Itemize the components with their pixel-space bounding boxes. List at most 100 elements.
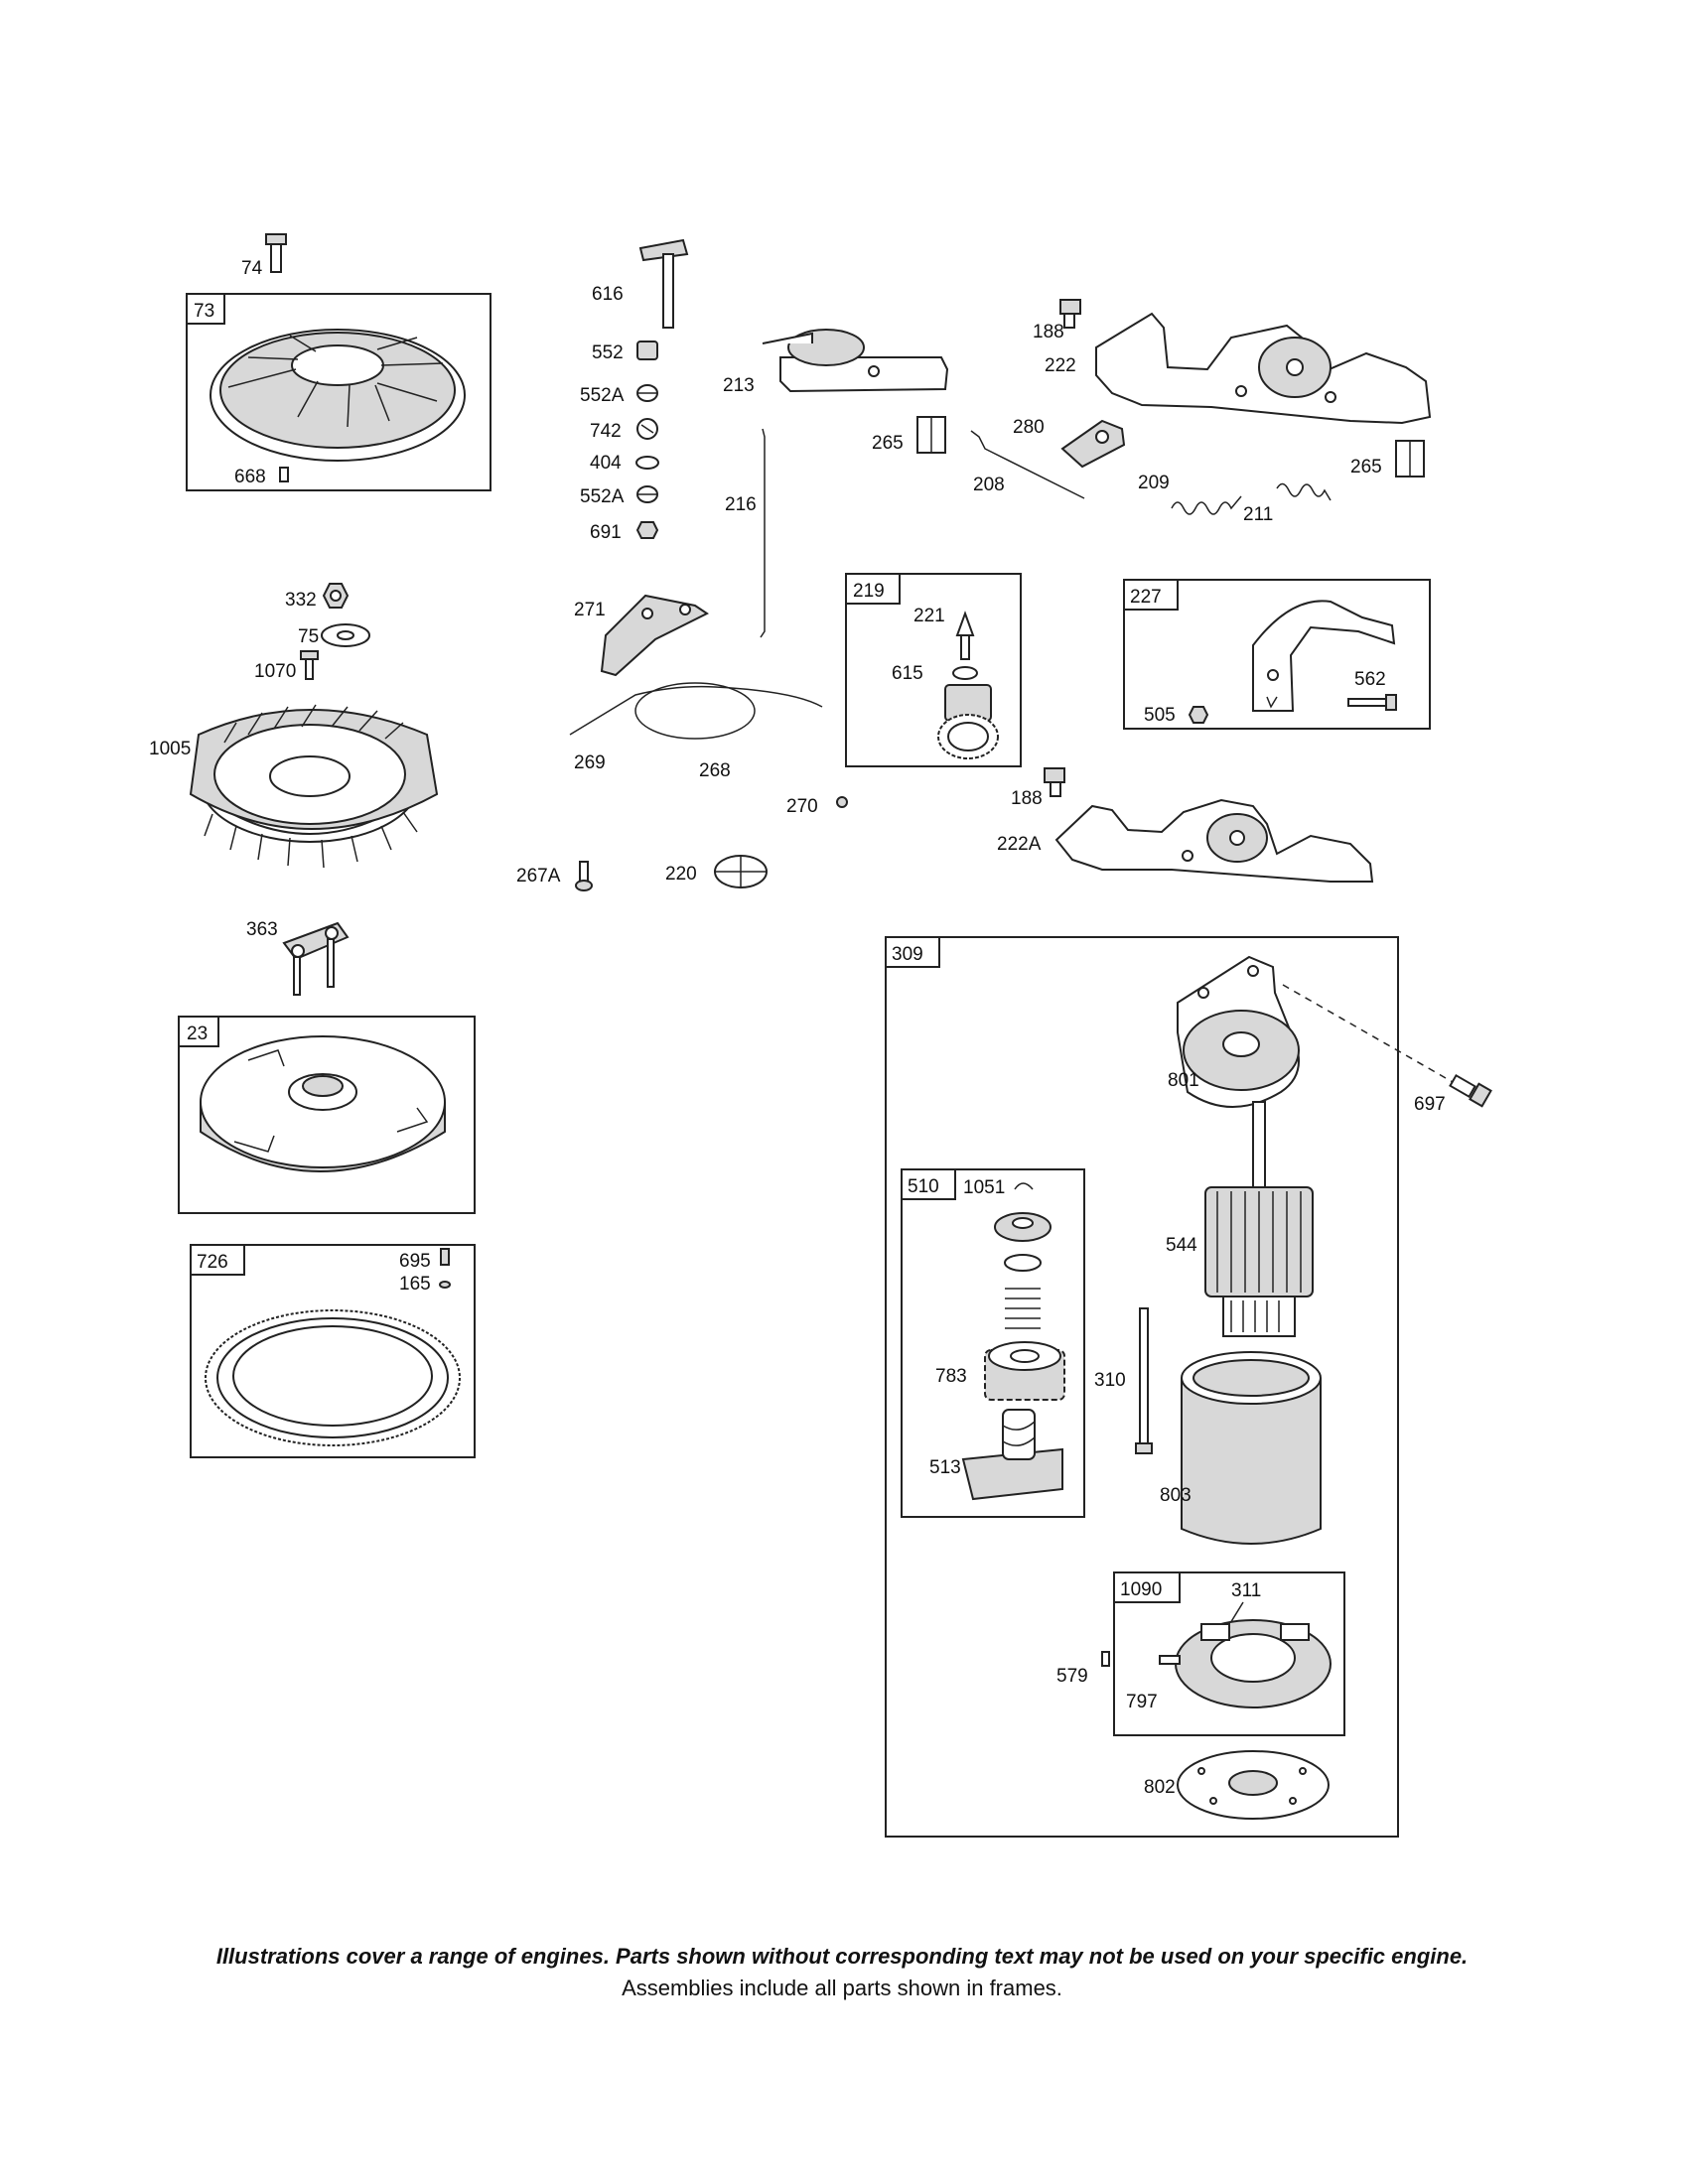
label-280: 280 (1013, 417, 1045, 438)
frame-309 (885, 936, 1399, 1838)
part-332-nut (322, 583, 350, 609)
part-552a-seal-2 (636, 485, 658, 503)
label-1051: 1051 (963, 1177, 1005, 1198)
frame-73 (186, 293, 491, 491)
label-695: 695 (399, 1251, 431, 1272)
part-208-rod (970, 430, 1085, 499)
part-742-clip (636, 418, 658, 440)
label-310: 310 (1094, 1370, 1126, 1391)
frame-726-tag (190, 1244, 245, 1276)
frame-1090 (1113, 1571, 1345, 1736)
part-505-nut (1188, 706, 1209, 724)
label-783: 783 (935, 1366, 967, 1387)
label-270: 270 (786, 796, 818, 817)
label-1070: 1070 (254, 661, 296, 682)
part-280-plate (1060, 419, 1126, 469)
label-269: 269 (574, 752, 606, 773)
part-219-choke-gear (937, 684, 999, 759)
part-73-blower-housing (210, 329, 466, 462)
label-552: 552 (592, 342, 624, 363)
frame-510-tag (901, 1168, 956, 1200)
label-221: 221 (913, 606, 945, 626)
label-188-a: 188 (1033, 322, 1064, 342)
label-227: 227 (1130, 587, 1162, 608)
label-505: 505 (1144, 705, 1176, 726)
part-579-clip (1101, 1651, 1110, 1667)
part-552-bushing (636, 341, 658, 360)
label-510: 510 (908, 1176, 939, 1197)
label-271: 271 (574, 600, 606, 620)
part-188-screw-a (1059, 299, 1081, 329)
label-268: 268 (699, 760, 731, 781)
part-265-clip-a (916, 416, 946, 454)
part-616-governor-shaft (638, 238, 689, 329)
label-74: 74 (241, 258, 263, 279)
part-691-nut (635, 521, 659, 539)
part-513-drive-housing (961, 1409, 1063, 1501)
label-742: 742 (590, 421, 622, 442)
part-404-washer (635, 456, 659, 470)
part-213-control-bracket (762, 329, 949, 393)
label-552a-2: 552A (580, 486, 625, 507)
part-1090-brush-holder (1159, 1619, 1332, 1708)
label-1005: 1005 (149, 739, 191, 759)
label-23: 23 (187, 1024, 208, 1044)
label-188-b: 188 (1011, 788, 1043, 809)
label-803: 803 (1160, 1485, 1192, 1506)
part-544-armature (1204, 1101, 1314, 1337)
label-363: 363 (246, 919, 278, 940)
label-165: 165 (399, 1274, 431, 1295)
label-579: 579 (1056, 1666, 1088, 1687)
frame-227-tag (1123, 579, 1179, 611)
label-209: 209 (1138, 473, 1170, 493)
label-309: 309 (892, 944, 923, 965)
part-1005-fan (189, 704, 439, 869)
label-220: 220 (665, 864, 697, 885)
label-668: 668 (234, 467, 266, 487)
frame-510 (901, 1168, 1085, 1518)
part-221-pin (955, 611, 975, 660)
part-267a-screw (575, 861, 593, 891)
part-803-housing (1181, 1351, 1322, 1545)
label-513: 513 (929, 1457, 961, 1478)
footer: Illustrations cover a range of engines. … (0, 1944, 1684, 2001)
label-552a-1: 552A (580, 385, 625, 406)
footer-assemblies-note: Assemblies include all parts shown in fr… (622, 1976, 1062, 2000)
part-783-pinion-gear (984, 1341, 1065, 1401)
label-208: 208 (973, 475, 1005, 495)
part-802-end-cap (1177, 1750, 1330, 1820)
part-1070-screw (300, 650, 319, 680)
label-726: 726 (197, 1252, 228, 1273)
part-222a-control-bracket (1054, 798, 1374, 883)
label-222: 222 (1045, 355, 1076, 376)
part-220-cap (714, 855, 768, 888)
part-1051-clip (1014, 1182, 1034, 1190)
part-74-bolt (265, 233, 287, 273)
label-213: 213 (723, 375, 755, 396)
leader-697 (1282, 984, 1461, 1087)
part-209-spring (1171, 495, 1242, 515)
label-219: 219 (853, 581, 885, 602)
footer-disclaimer: Illustrations cover a range of engines. … (215, 1944, 1469, 1969)
label-75: 75 (298, 626, 319, 647)
frame-309-tag (885, 936, 940, 968)
label-544: 544 (1166, 1235, 1197, 1256)
frame-726 (190, 1244, 476, 1458)
part-268-269-cable (569, 682, 823, 740)
label-404: 404 (590, 453, 622, 474)
part-23-flywheel (200, 1035, 446, 1172)
frame-73-tag (186, 293, 225, 325)
part-270-nut (836, 796, 848, 808)
part-165-washer (439, 1281, 451, 1289)
part-668-clip (279, 467, 289, 482)
label-311: 311 (1231, 1580, 1261, 1601)
frame-227 (1123, 579, 1431, 730)
label-562: 562 (1354, 669, 1386, 690)
part-310-thru-bolt (1135, 1307, 1153, 1454)
label-265-a: 265 (872, 433, 904, 454)
part-188-screw-b (1044, 767, 1065, 797)
part-615-oring (952, 666, 978, 680)
part-697-screw (1449, 1073, 1492, 1108)
part-227-bracket (1252, 600, 1396, 712)
part-562-screw (1347, 694, 1397, 711)
